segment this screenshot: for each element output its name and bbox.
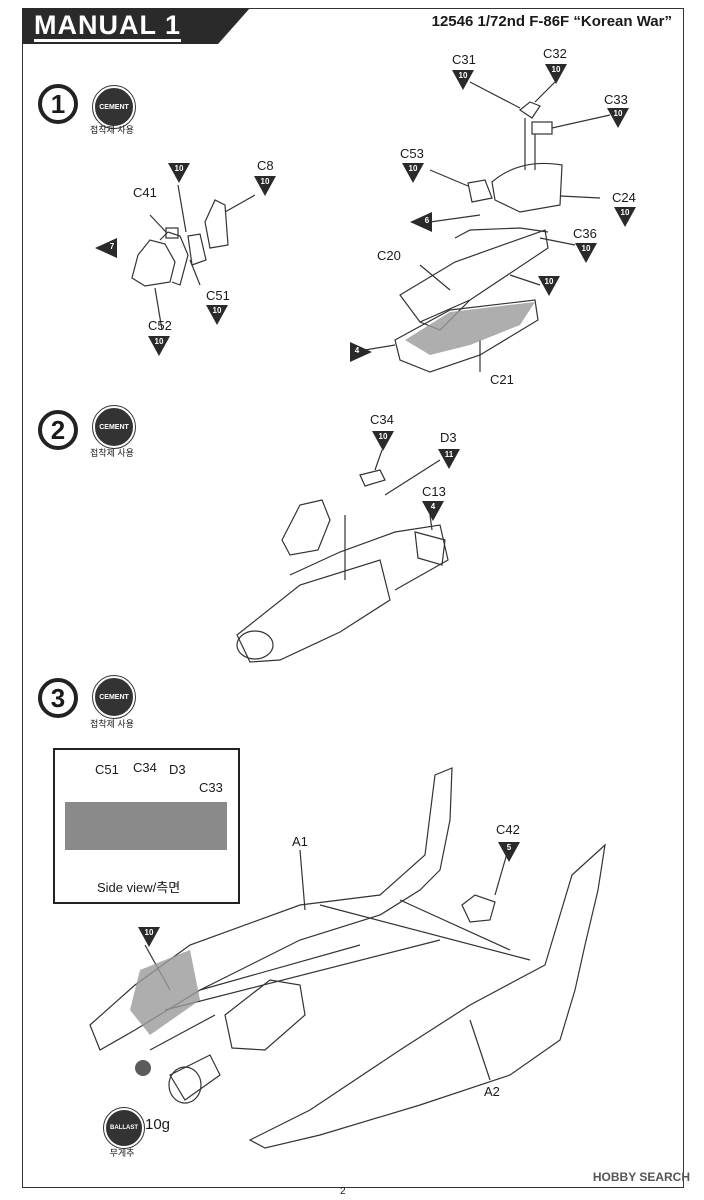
part-label: C41: [133, 185, 157, 200]
part-label: C31: [452, 52, 476, 67]
color-code-marker: 4: [350, 342, 372, 362]
header: MANUAL 1 12546 1/72nd F-86F “Korean War”: [22, 8, 682, 44]
step-3-number: 3: [38, 678, 78, 718]
part-label: A2: [484, 1084, 500, 1099]
color-code-marker: 10: [402, 163, 424, 183]
part-label: C21: [490, 372, 514, 387]
color-code-marker: 7: [95, 238, 117, 258]
cement-caption: 접착제 사용: [90, 719, 134, 729]
color-code-marker: 4: [422, 501, 444, 521]
part-label: C51: [95, 762, 119, 777]
watermark: HOBBY SEARCH: [592, 1170, 690, 1184]
color-code-marker: 6: [410, 212, 432, 232]
color-code-marker: 10: [545, 64, 567, 84]
part-label: C51: [206, 288, 230, 303]
step-1-number: 1: [38, 84, 78, 124]
inset-caption: Side view/측면: [97, 880, 181, 895]
color-code-marker: 10: [614, 207, 636, 227]
color-code-marker: 10: [168, 163, 190, 183]
color-code-marker: 10: [148, 336, 170, 356]
part-label: C36: [573, 226, 597, 241]
side-view-inset: C51 C34 D3 C33 Side view/측면: [53, 748, 240, 904]
part-label: C42: [496, 822, 520, 837]
color-code-marker: 10: [206, 305, 228, 325]
part-label: C33: [604, 92, 628, 107]
part-label: C32: [543, 46, 567, 61]
part-label: C24: [612, 190, 636, 205]
product-title: 12546 1/72nd F-86F “Korean War”: [431, 13, 672, 30]
part-label: C13: [422, 484, 446, 499]
color-code-marker: 10: [575, 243, 597, 263]
cement-icon: CEMENT: [92, 85, 136, 129]
color-code-marker: 10: [538, 276, 560, 296]
part-label: A1: [292, 834, 308, 849]
part-label: C34: [133, 760, 157, 775]
color-code-marker: 10: [607, 108, 629, 128]
cement-caption: 접착제 사용: [90, 125, 134, 135]
step-2-number: 2: [38, 410, 78, 450]
ballast-icon: BALLAST: [103, 1107, 145, 1149]
color-code-marker: 5: [498, 842, 520, 862]
inset-shaded-area: [65, 802, 227, 850]
part-label: C20: [377, 248, 401, 263]
color-code-marker: 10: [372, 431, 394, 451]
part-label: C33: [199, 780, 223, 795]
part-label: C52: [148, 318, 172, 333]
manual-title: MANUAL 1: [22, 8, 250, 44]
part-label: C53: [400, 146, 424, 161]
color-code-marker: 10: [254, 176, 276, 196]
part-label: C8: [257, 158, 274, 173]
cement-icon: CEMENT: [92, 675, 136, 719]
color-code-marker: 10: [452, 70, 474, 90]
part-label: C34: [370, 412, 394, 427]
color-code-marker: 11: [438, 449, 460, 469]
page-frame: [22, 8, 684, 1188]
page-number: 2: [340, 1186, 346, 1197]
ballast-caption: 무게추: [109, 1148, 135, 1158]
cement-caption: 접착제 사용: [90, 448, 134, 458]
color-code-marker: 10: [138, 927, 160, 947]
part-label: D3: [169, 762, 186, 777]
part-label: D3: [440, 430, 457, 445]
cement-icon: CEMENT: [92, 405, 136, 449]
ballast-weight: 10g: [145, 1116, 171, 1133]
